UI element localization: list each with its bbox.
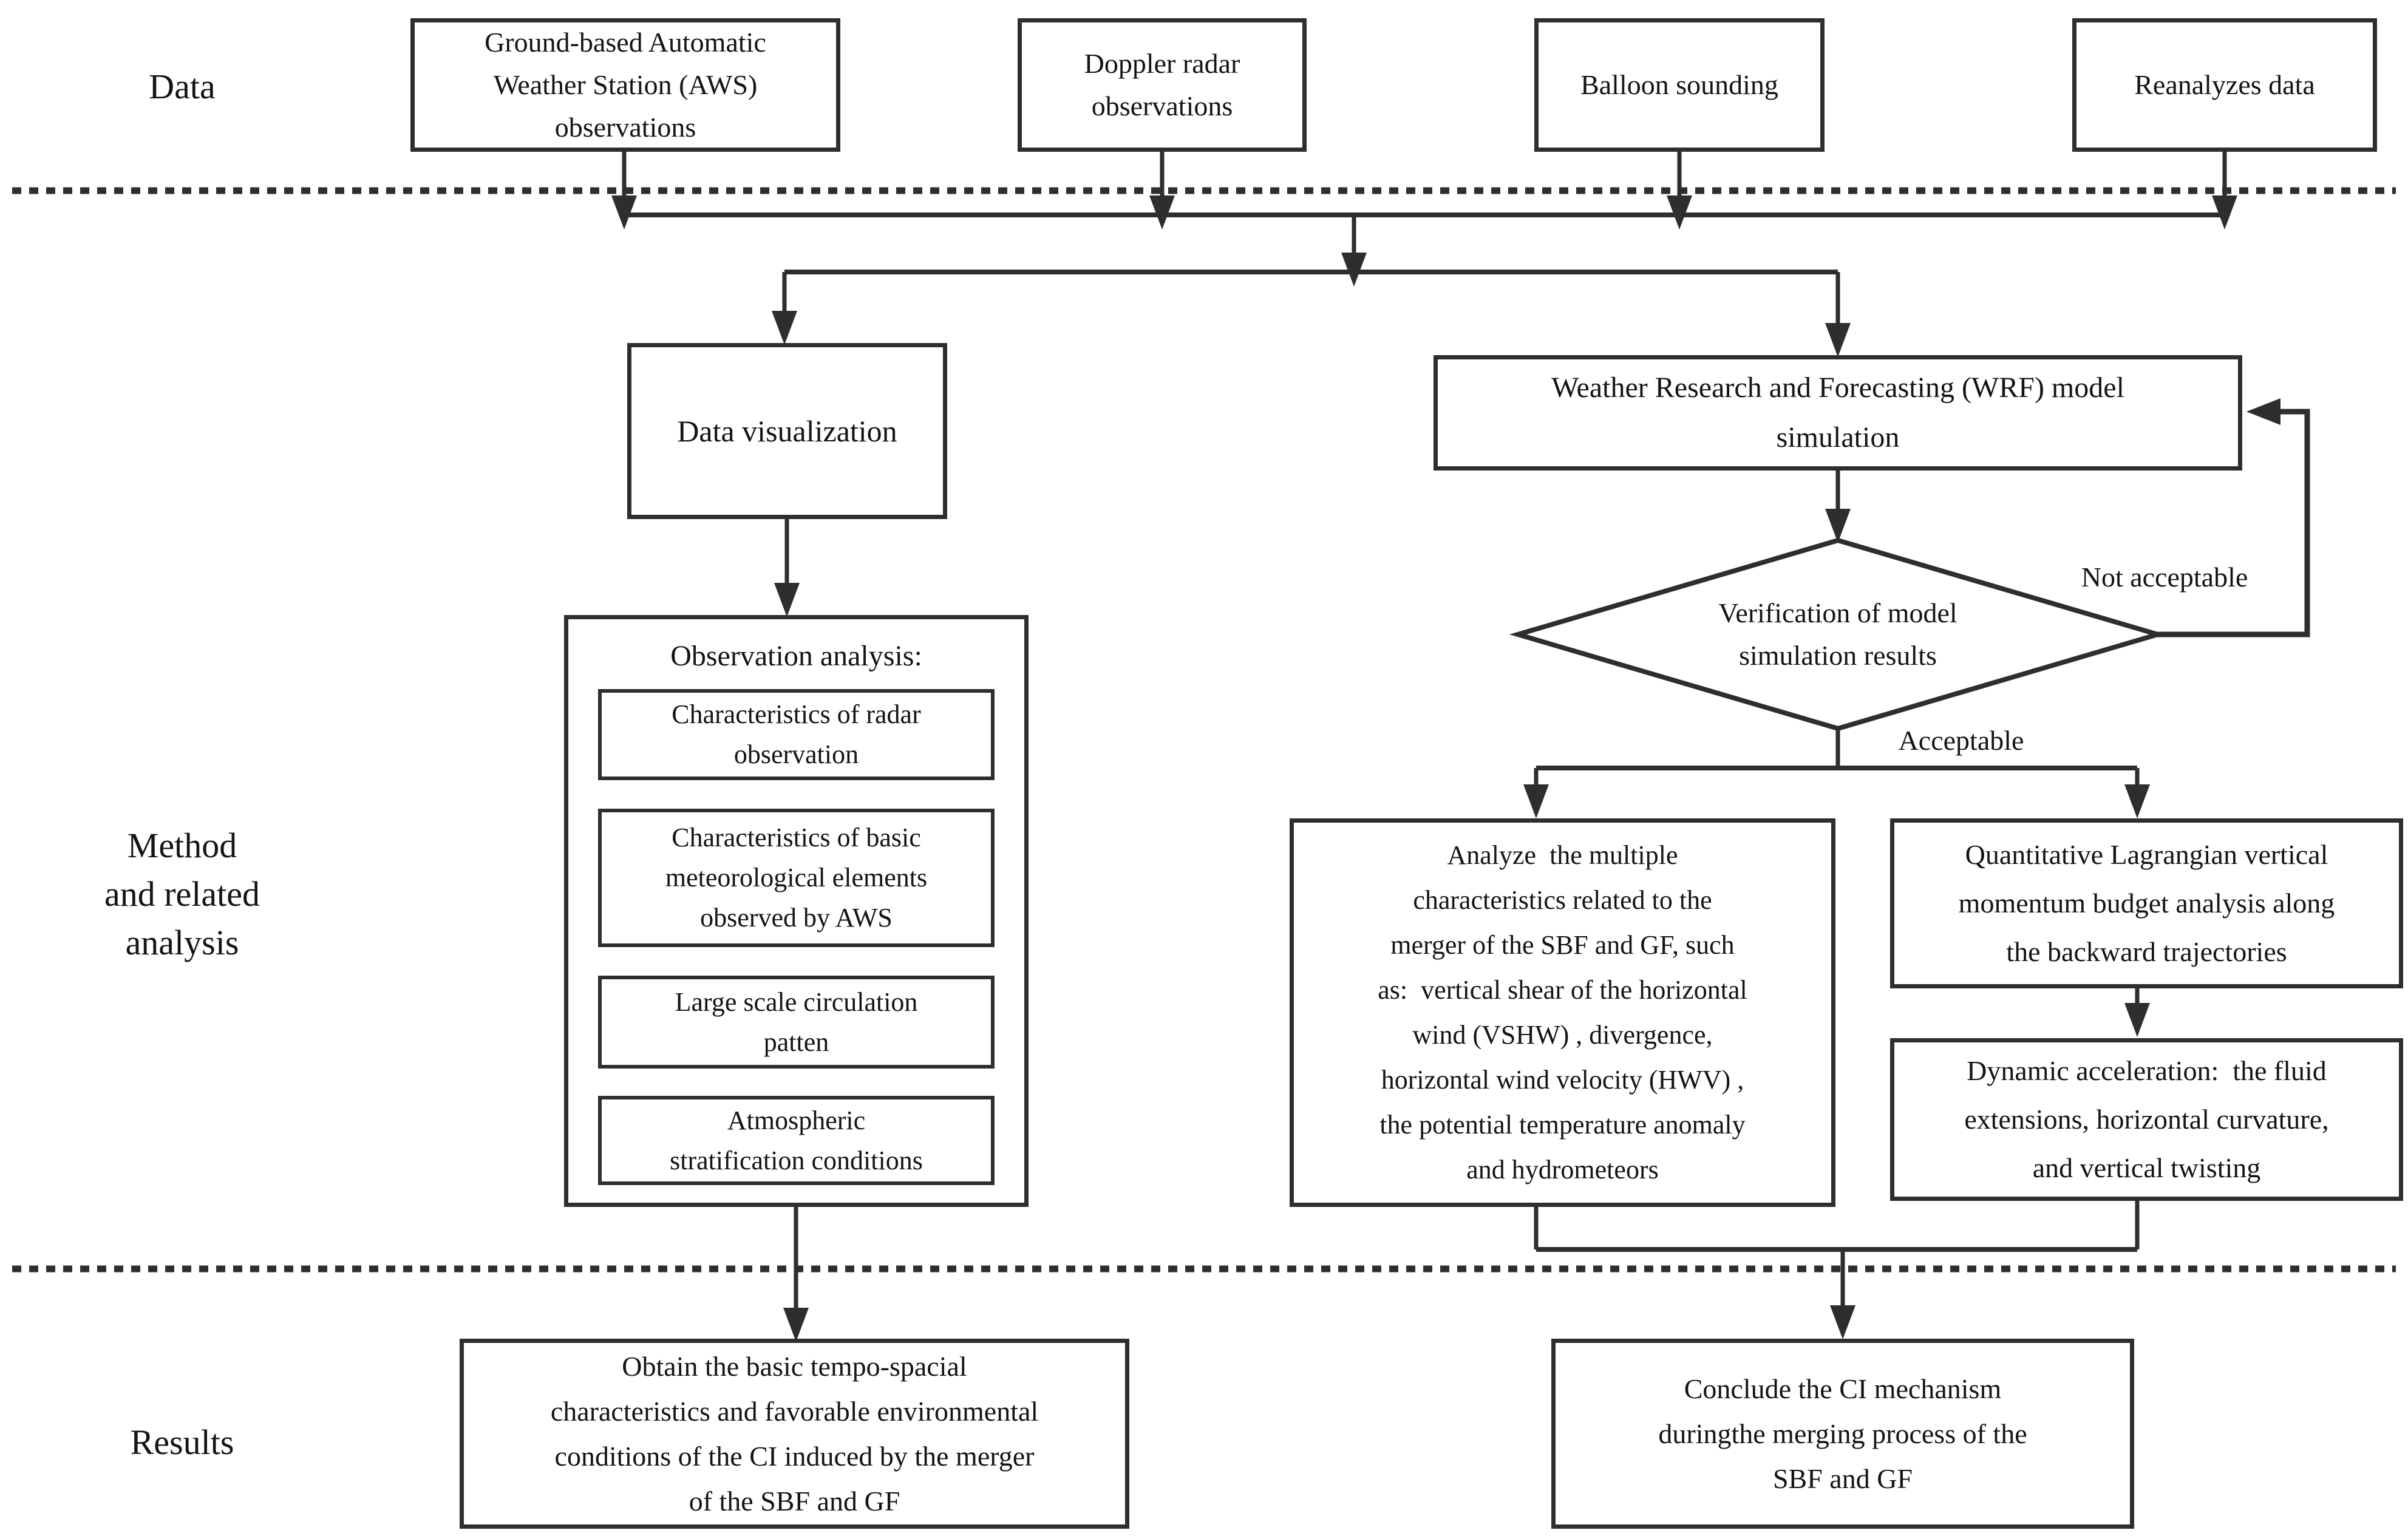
branch-right-head — [1825, 323, 1851, 357]
feedback-arrow-head — [2246, 398, 2280, 425]
not-acceptable-loop — [2158, 409, 2310, 637]
split-left-head — [1523, 784, 1549, 818]
dv-to-obs-head — [774, 583, 800, 617]
box-dynamic-acceleration: Dynamic acceleration: the fluid extensio… — [1890, 1038, 2403, 1201]
box-reanalyzes-data: Reanalyzes data — [2072, 18, 2377, 152]
wrf-to-diamond-head — [1825, 509, 1851, 543]
box-aws-observations: Ground-based Automatic Weather Station (… — [410, 18, 840, 152]
edge-label-not-acceptable: Not acceptable — [2081, 561, 2248, 593]
arrow-aws-head — [611, 195, 637, 229]
diamond-verification-label: Verification of model simulation results — [1718, 597, 1957, 671]
section-label-results: Results — [130, 1422, 234, 1462]
box-observation-analysis: Observation analysis: Characteristics of… — [564, 615, 1029, 1207]
lag-to-dyn-head — [2124, 1003, 2150, 1037]
box-result-obtain: Obtain the basic tempo-spacial character… — [460, 1339, 1129, 1529]
box-circulation-pattern: Large scale circulation patten — [598, 976, 995, 1069]
box-aws-elements: Characteristics of basic meteorological … — [598, 809, 995, 947]
arrow-balloon-head — [1667, 195, 1692, 229]
box-balloon-sounding: Balloon sounding — [1534, 18, 1825, 152]
box-lagrangian-budget: Quantitative Lagrangian vertical momentu… — [1890, 818, 2403, 988]
box-analyze-characteristics: Analyze the multiple characteristics rel… — [1290, 818, 1835, 1207]
center-drop-head — [1341, 253, 1367, 287]
box-wrf-simulation: Weather Research and Forecasting (WRF) m… — [1434, 355, 2242, 471]
branch-left-head — [772, 311, 797, 345]
box-stratification-conditions: Atmospheric stratification conditions — [598, 1096, 995, 1185]
edge-label-acceptable: Acceptable — [1898, 724, 2024, 756]
observation-analysis-title: Observation analysis: — [670, 639, 922, 672]
merge-to-result-head — [1830, 1305, 1855, 1339]
box-data-visualization: Data visualization — [627, 343, 947, 519]
section-label-data: Data — [149, 67, 216, 106]
obs-to-result-head — [783, 1308, 809, 1342]
box-result-conclude: Conclude the CI mechanism duringthe merg… — [1551, 1339, 2134, 1529]
box-doppler-radar: Doppler radar observations — [1018, 18, 1307, 152]
arrow-doppler-head — [1149, 195, 1175, 229]
arrow-reanalyzes-head — [2212, 195, 2237, 229]
section-label-method: Method and related analysis — [104, 826, 260, 962]
box-radar-characteristics: Characteristics of radar observation — [598, 689, 995, 780]
split-right-head — [2124, 784, 2150, 818]
